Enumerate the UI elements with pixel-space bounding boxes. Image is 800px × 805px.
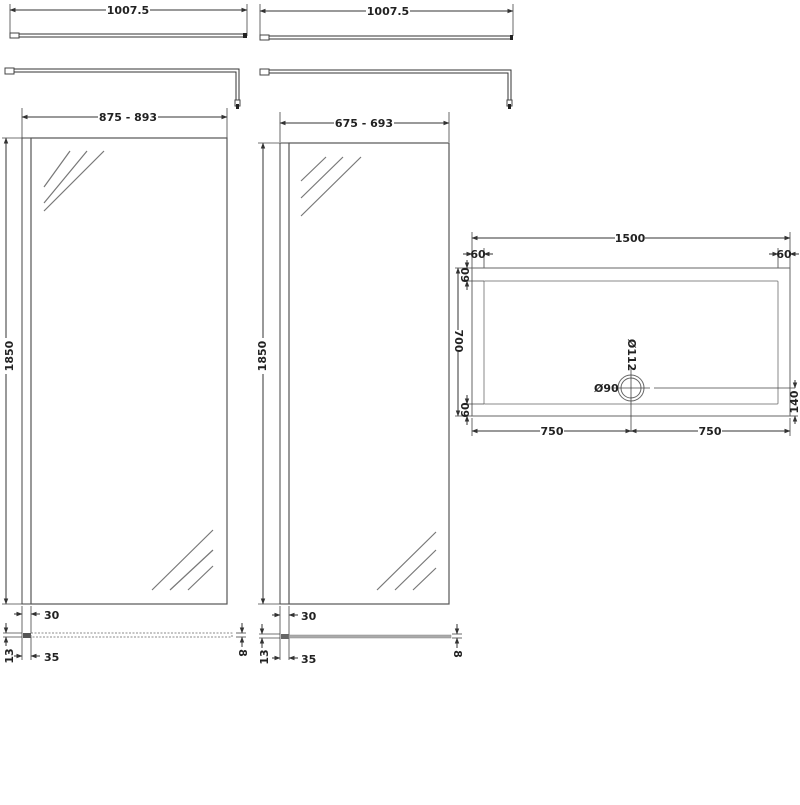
wall-offset-label-700: 13 [258, 649, 271, 664]
tray-width-label: 700 [452, 330, 465, 353]
rim-top-label: 60 [459, 267, 472, 283]
profile-section-700: 30 35 13 8 [258, 606, 464, 666]
arm-length-label-700: 1007.5 [367, 5, 409, 18]
waste-position-dimension: 750 750 [471, 418, 791, 438]
waste-offset-label: 140 [788, 390, 800, 413]
profile-section-900: 30 35 13 8 [3, 606, 249, 664]
height-dimension-700: 1850 [256, 142, 285, 605]
support-arm-top-view-900: 1007.5 [9, 2, 248, 39]
tray-rim-dimensions-side: 60 60 [459, 260, 484, 425]
glass-panel-900 [21, 137, 228, 605]
height-label-900: 1850 [3, 340, 16, 371]
waste-inner-diameter-label: Ø90 [594, 382, 619, 395]
glass-panel-700 [279, 142, 450, 605]
arm-length-label-900: 1007.5 [107, 4, 149, 17]
glass-width-dimension-900: 875 - 893 [21, 108, 228, 140]
support-arm-side-view-700 [259, 68, 513, 109]
profile-depth-label-900: 35 [44, 651, 59, 664]
waste-offset-dimension: 140 [788, 380, 800, 424]
profile-width-label-700: 30 [301, 610, 317, 623]
glass-thickness-label-900: 8 [236, 649, 249, 657]
rim-bottom-label: 60 [459, 402, 472, 418]
tray-width-dimension: 700 [452, 267, 472, 417]
shower-tray-group: 1500 60 60 700 [452, 231, 800, 438]
tray-length-label: 1500 [615, 232, 646, 245]
waste-outer-diameter-label: Ø112 [625, 339, 638, 371]
waste-to-right-label: 750 [699, 425, 722, 438]
tray-rim-dimensions-top: 60 60 [463, 248, 799, 280]
glass-width-label-900: 875 - 893 [99, 111, 157, 124]
rim-left-label: 60 [470, 248, 486, 261]
profile-width-label-900: 30 [44, 609, 60, 622]
height-label-700: 1850 [256, 340, 269, 371]
wall-offset-label-900: 13 [3, 648, 16, 663]
profile-depth-label-700: 35 [301, 653, 316, 666]
support-arm-side-view-900 [4, 67, 241, 109]
glass-width-label-700: 675 - 693 [335, 117, 393, 130]
left-to-waste-label: 750 [541, 425, 564, 438]
tray-length-dimension: 1500 [471, 231, 791, 268]
panel-700-group: 1007.5 675 - 693 1850 [256, 3, 514, 666]
support-arm-top-view-700: 1007.5 [259, 3, 514, 41]
panel-900-group: 1007.5 875 - 893 1850 [0, 2, 249, 664]
rim-right-label: 60 [776, 248, 792, 261]
glass-thickness-label-700: 8 [451, 650, 464, 658]
waste-outlet: Ø112 Ø90 [594, 339, 795, 432]
glass-width-dimension-700: 675 - 693 [279, 112, 450, 142]
